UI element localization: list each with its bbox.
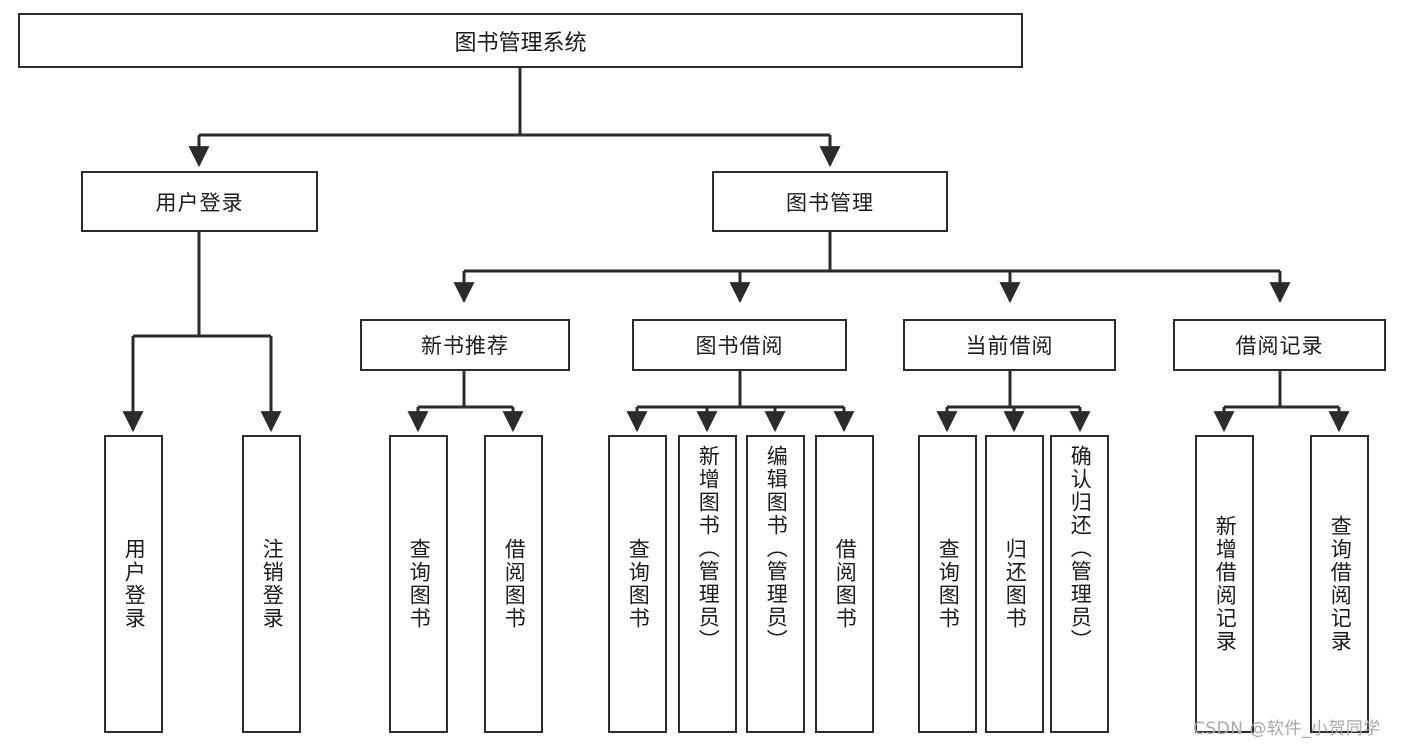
leaf-bb-edit-book[interactable]: 编辑图书（管理员）	[746, 435, 805, 733]
node-root-label: 图书管理系统	[454, 30, 587, 56]
leaf-cb-query-book[interactable]: 查询图书	[918, 435, 977, 733]
leaf-bb-edit-book-label: 编辑图书（管理员）	[764, 445, 789, 652]
node-new-book-recommend[interactable]: 新书推荐	[360, 319, 570, 371]
leaf-cb-return-book-label: 归还图书	[1003, 538, 1028, 630]
leaf-bb-add-book[interactable]: 新增图书（管理员）	[678, 435, 737, 733]
leaf-bb-borrow-book-label: 借阅图书	[833, 538, 858, 630]
leaf-user-login-label: 用户登录	[122, 538, 147, 630]
leaf-cb-query-book-label: 查询图书	[936, 538, 961, 630]
leaf-bb-borrow-book[interactable]: 借阅图书	[815, 435, 874, 733]
leaf-nb-borrow-book-label: 借阅图书	[502, 538, 527, 630]
leaf-br-query-record[interactable]: 查询借阅记录	[1310, 435, 1369, 733]
leaf-br-add-record[interactable]: 新增借阅记录	[1195, 435, 1254, 733]
leaf-logout-label: 注销登录	[260, 538, 285, 630]
node-borrow-record-label: 借阅记录	[1235, 334, 1324, 358]
node-user-login-label: 用户登录	[155, 190, 244, 215]
leaf-cb-confirm-return-label: 确认归还（管理员）	[1068, 445, 1093, 652]
leaf-bb-query-book[interactable]: 查询图书	[608, 435, 667, 733]
node-new-book-recommend-label: 新书推荐	[421, 334, 509, 358]
leaf-logout[interactable]: 注销登录	[242, 435, 301, 733]
node-book-manage[interactable]: 图书管理	[712, 171, 948, 232]
node-current-borrow-label: 当前借阅	[965, 334, 1054, 358]
leaf-user-login[interactable]: 用户登录	[104, 435, 163, 733]
leaf-bb-add-book-label: 新增图书（管理员）	[696, 445, 721, 652]
node-book-borrow-label: 图书借阅	[695, 334, 784, 358]
node-book-borrow[interactable]: 图书借阅	[632, 319, 847, 371]
leaf-cb-return-book[interactable]: 归还图书	[985, 435, 1044, 733]
node-book-manage-label: 图书管理	[786, 190, 874, 215]
node-borrow-record[interactable]: 借阅记录	[1173, 319, 1386, 371]
watermark: CSDN @软件_小贺同学	[1193, 719, 1381, 739]
leaf-nb-query-book-label: 查询图书	[407, 538, 432, 630]
node-user-login[interactable]: 用户登录	[81, 171, 318, 232]
leaf-bb-query-book-label: 查询图书	[626, 538, 651, 630]
leaf-br-add-record-label: 新增借阅记录	[1213, 515, 1238, 653]
node-current-borrow[interactable]: 当前借阅	[903, 319, 1116, 371]
leaf-nb-query-book[interactable]: 查询图书	[389, 435, 448, 733]
node-root[interactable]: 图书管理系统	[18, 13, 1023, 68]
leaf-nb-borrow-book[interactable]: 借阅图书	[484, 435, 543, 733]
leaf-cb-confirm-return[interactable]: 确认归还（管理员）	[1050, 435, 1109, 733]
leaf-br-query-record-label: 查询借阅记录	[1328, 515, 1353, 653]
